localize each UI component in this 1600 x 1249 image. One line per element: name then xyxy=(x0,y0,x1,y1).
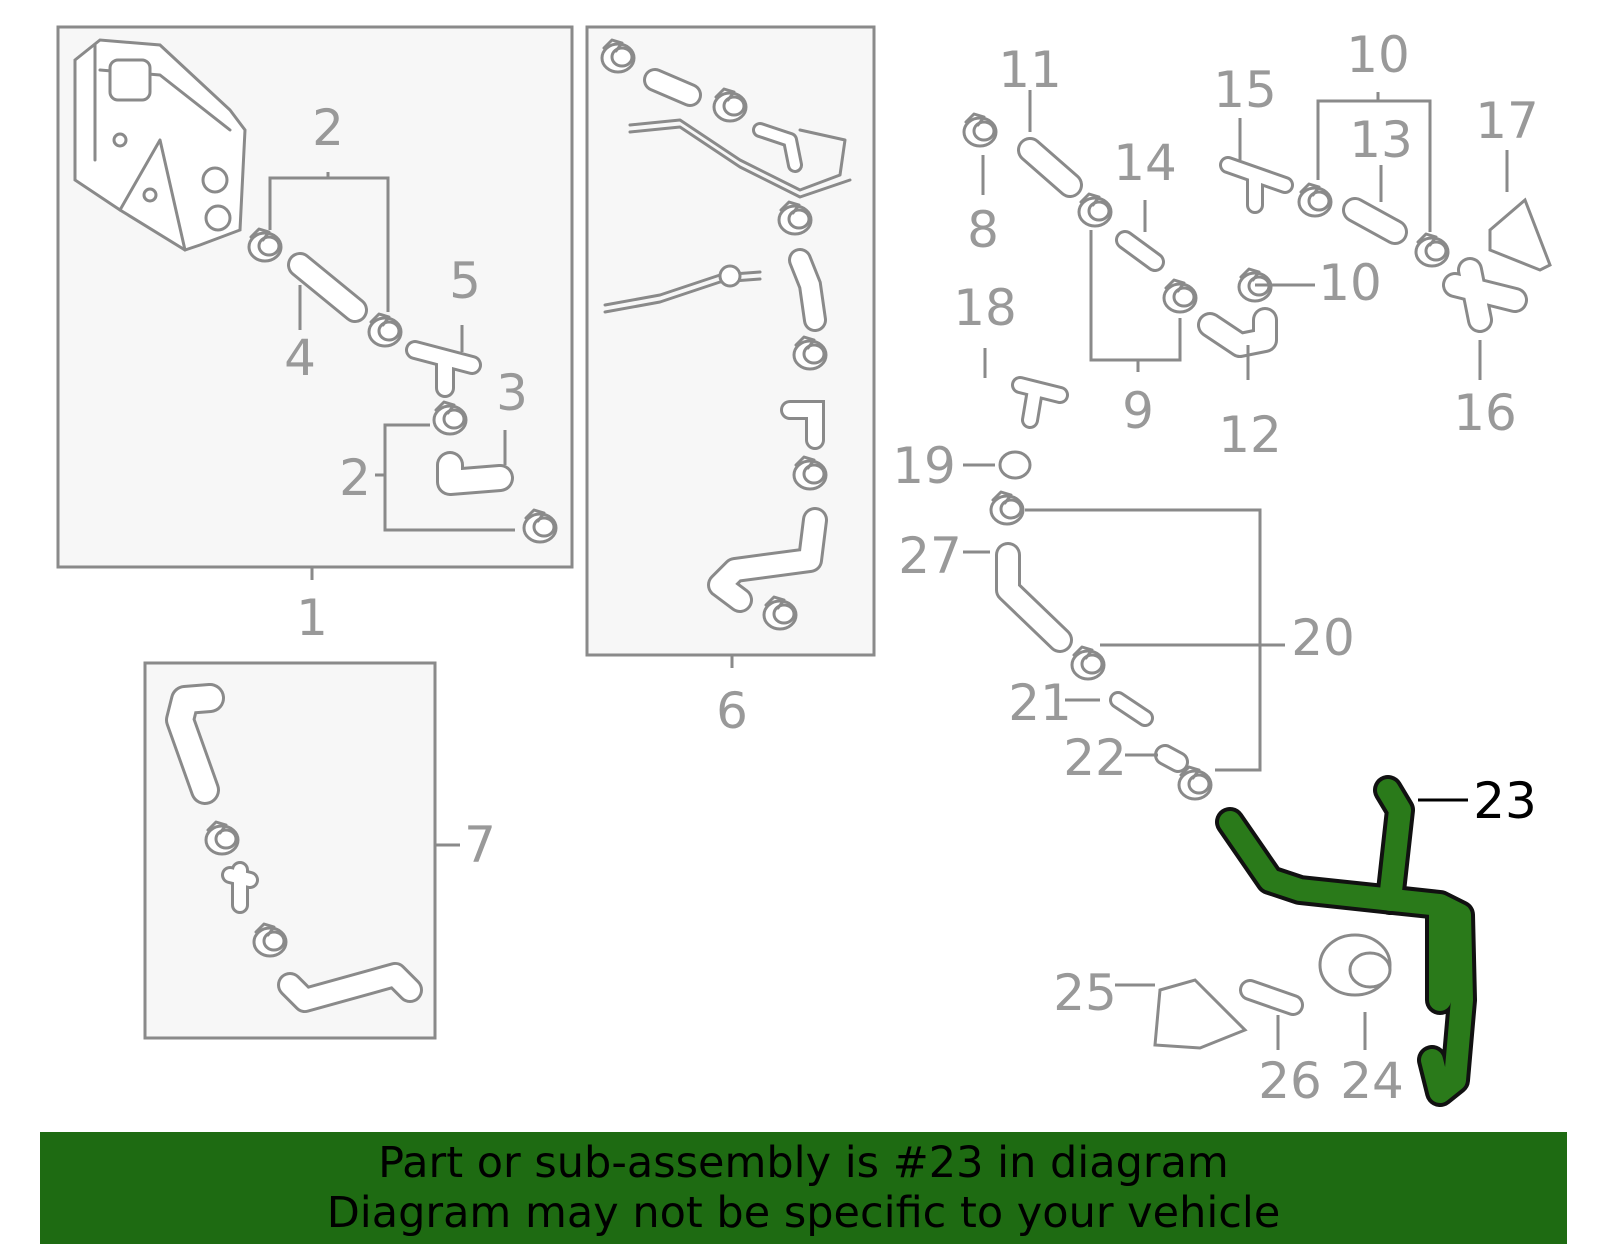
hose-4 xyxy=(287,252,368,323)
label-22: 22 xyxy=(1063,729,1127,787)
label-2a: 2 xyxy=(312,99,344,157)
label-26: 26 xyxy=(1258,1052,1322,1110)
label-11: 11 xyxy=(998,41,1062,99)
hose-3 xyxy=(436,451,514,496)
banner-line-2: Diagram may not be specific to your vehi… xyxy=(326,1188,1281,1238)
label-16: 16 xyxy=(1453,384,1517,442)
clamp-10c xyxy=(1414,232,1450,268)
label-3: 3 xyxy=(496,364,528,422)
label-13: 13 xyxy=(1349,111,1413,169)
label-6: 6 xyxy=(716,682,748,740)
label-5: 5 xyxy=(449,252,481,310)
label-1: 1 xyxy=(296,589,328,647)
label-2b: 2 xyxy=(339,449,371,507)
clamp-20c xyxy=(1177,765,1213,801)
banner-line-1: Part or sub-assembly is #23 in diagram xyxy=(378,1138,1229,1188)
label-20: 20 xyxy=(1291,609,1355,667)
clamp-20b xyxy=(1070,645,1106,681)
label-23: 23 xyxy=(1473,772,1537,830)
label-19: 19 xyxy=(892,437,956,495)
clamp-9a xyxy=(1077,192,1113,228)
label-25: 25 xyxy=(1053,964,1117,1022)
label-14: 14 xyxy=(1113,134,1177,192)
label-17: 17 xyxy=(1475,92,1539,150)
label-10a: 10 xyxy=(1346,26,1410,84)
tee-connector-5 xyxy=(405,340,482,398)
label-8: 8 xyxy=(967,201,999,259)
label-21: 21 xyxy=(1008,674,1072,732)
label-24: 24 xyxy=(1340,1052,1404,1110)
label-12: 12 xyxy=(1218,406,1282,464)
clamp-9b xyxy=(1162,278,1198,314)
label-27: 27 xyxy=(898,527,962,585)
label-4: 4 xyxy=(284,329,316,387)
clamp-20a xyxy=(989,490,1025,526)
parts-diagram: 1 2 2 3 4 5 6 7 8 9 10 10 11 12 13 14 15… xyxy=(56,25,1552,1110)
part-info-banner: Part or sub-assembly is #23 in diagram D… xyxy=(40,1132,1567,1244)
label-7: 7 xyxy=(464,816,496,874)
coolant-pipe-23[interactable] xyxy=(1215,775,1477,1107)
label-10b: 10 xyxy=(1318,254,1382,312)
clamp-10a xyxy=(1297,182,1333,218)
label-9: 9 xyxy=(1122,382,1154,440)
label-18: 18 xyxy=(953,279,1017,337)
label-15: 15 xyxy=(1213,61,1277,119)
clamp-8 xyxy=(962,112,998,148)
egr-valve-body xyxy=(73,38,247,252)
